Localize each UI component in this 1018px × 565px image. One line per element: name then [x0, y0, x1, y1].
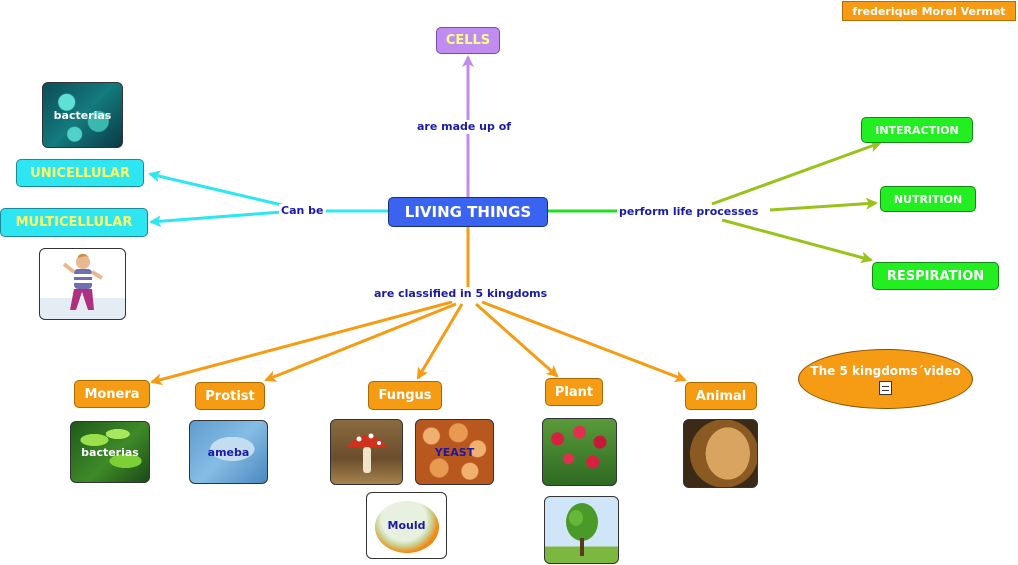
concept-cells[interactable]: CELLS: [436, 27, 500, 54]
document-icon[interactable]: [879, 380, 892, 395]
child-figure-icon: [62, 253, 103, 310]
image-mould[interactable]: Mould: [366, 492, 447, 559]
concept-monera[interactable]: Monera: [74, 380, 150, 408]
video-label: The 5 kingdoms´video: [810, 363, 961, 378]
image-bacterias-top[interactable]: bacterias: [42, 82, 123, 148]
concept-respiration[interactable]: RESPIRATION: [872, 262, 999, 290]
concept-protist[interactable]: Protist: [195, 382, 265, 410]
link-interaction: [711, 140, 882, 206]
link-unicellular: [148, 170, 283, 207]
mould-orange-shape: [375, 501, 439, 553]
ameba-caption: ameba: [207, 445, 250, 459]
link-plant: [475, 302, 559, 378]
image-mushroom[interactable]: [330, 419, 403, 485]
concept-unicellular[interactable]: UNICELLULAR: [16, 159, 144, 187]
image-ameba[interactable]: ameba: [189, 420, 268, 484]
link-label-classified: are classified in 5 kingdoms: [372, 287, 550, 301]
link-nutrition: [769, 197, 878, 212]
mushroom-icon: [346, 433, 387, 473]
link-monera: [150, 300, 453, 386]
concept-animal[interactable]: Animal: [685, 382, 757, 410]
concept-nutrition[interactable]: NUTRITION: [880, 186, 976, 212]
link-animal: [481, 300, 687, 383]
link-fungus: [416, 303, 464, 380]
bacterias-caption: bacterias: [53, 108, 112, 122]
image-tree[interactable]: [544, 496, 619, 564]
link-multicellular: [149, 210, 283, 228]
link-label-made-up-of: are made up of: [415, 120, 514, 134]
concept-fungus[interactable]: Fungus: [368, 381, 442, 410]
concept-multicellular[interactable]: MULTICELLULAR: [0, 208, 148, 237]
author-tag: frederique Morel Vermet: [842, 1, 1016, 21]
link-label-life-processes: perform life processes: [617, 205, 761, 219]
image-yeast[interactable]: YEAST: [415, 419, 494, 485]
image-lion[interactable]: [683, 419, 758, 488]
yeast-caption: YEAST: [434, 445, 475, 459]
mould-caption: Mould: [387, 519, 426, 532]
bacterias-monera-caption: bacterias: [81, 445, 139, 459]
tree-icon: [565, 503, 598, 556]
link-label-can-be: Can be: [279, 204, 326, 218]
concept-plant[interactable]: Plant: [545, 378, 603, 406]
link-protist: [264, 302, 457, 382]
concept-interaction[interactable]: INTERACTION: [861, 117, 973, 143]
image-child[interactable]: [39, 248, 126, 320]
video-link[interactable]: The 5 kingdoms´video: [798, 349, 973, 409]
image-bacterias-monera[interactable]: bacterias: [70, 421, 150, 483]
concept-living-things[interactable]: LIVING THINGS: [388, 197, 548, 227]
link-respiration: [721, 218, 873, 264]
image-flowers[interactable]: [542, 418, 617, 486]
